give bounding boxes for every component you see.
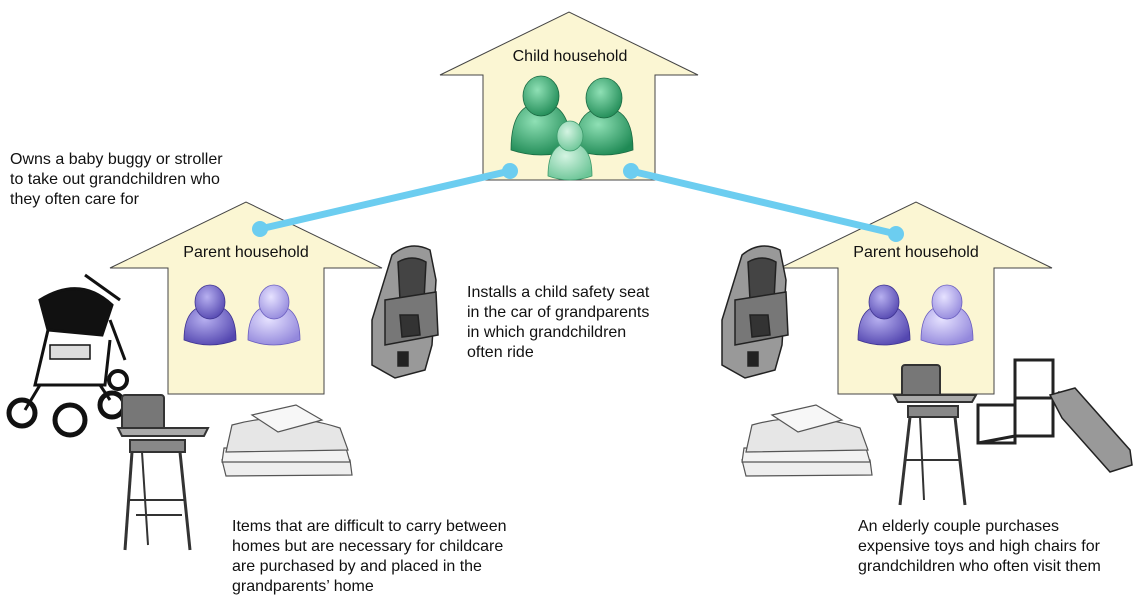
child-household-title: Child household <box>512 48 628 65</box>
person-icon <box>510 75 572 156</box>
stroller-note: Owns a baby buggy or stroller to take ou… <box>10 151 223 208</box>
high-chair-icon <box>116 394 210 551</box>
person-icon <box>920 284 974 346</box>
parent-people-left-icon <box>183 284 301 346</box>
connector-left <box>252 163 518 237</box>
person-icon <box>247 284 301 346</box>
child-house <box>439 11 699 181</box>
car-seat-icon <box>371 245 439 379</box>
items-note: Items that are difficult to carry betwee… <box>232 518 507 595</box>
parent-house-right <box>779 201 1053 395</box>
parent-household-right-title: Parent household <box>853 244 979 261</box>
person-icon <box>574 77 634 156</box>
stroller-icon <box>6 273 129 438</box>
toys-note: An elderly couple purchases expensive to… <box>858 518 1101 575</box>
parent-house-left <box>109 201 383 395</box>
car-seat-note: Installs a child safety seat in the car … <box>467 284 650 361</box>
person-icon <box>547 120 593 181</box>
parent-household-left-title: Parent household <box>183 244 309 261</box>
futon-icon <box>221 404 353 477</box>
connector-right <box>623 163 904 242</box>
child-people-icon <box>510 75 634 181</box>
futon-icon <box>741 404 873 477</box>
high-chair-icon <box>892 364 978 506</box>
person-icon <box>183 284 237 346</box>
parent-people-right-icon <box>857 284 974 346</box>
person-icon <box>857 284 911 346</box>
car-seat-icon <box>721 245 789 379</box>
jungle-gym-slide-icon <box>976 358 1133 473</box>
